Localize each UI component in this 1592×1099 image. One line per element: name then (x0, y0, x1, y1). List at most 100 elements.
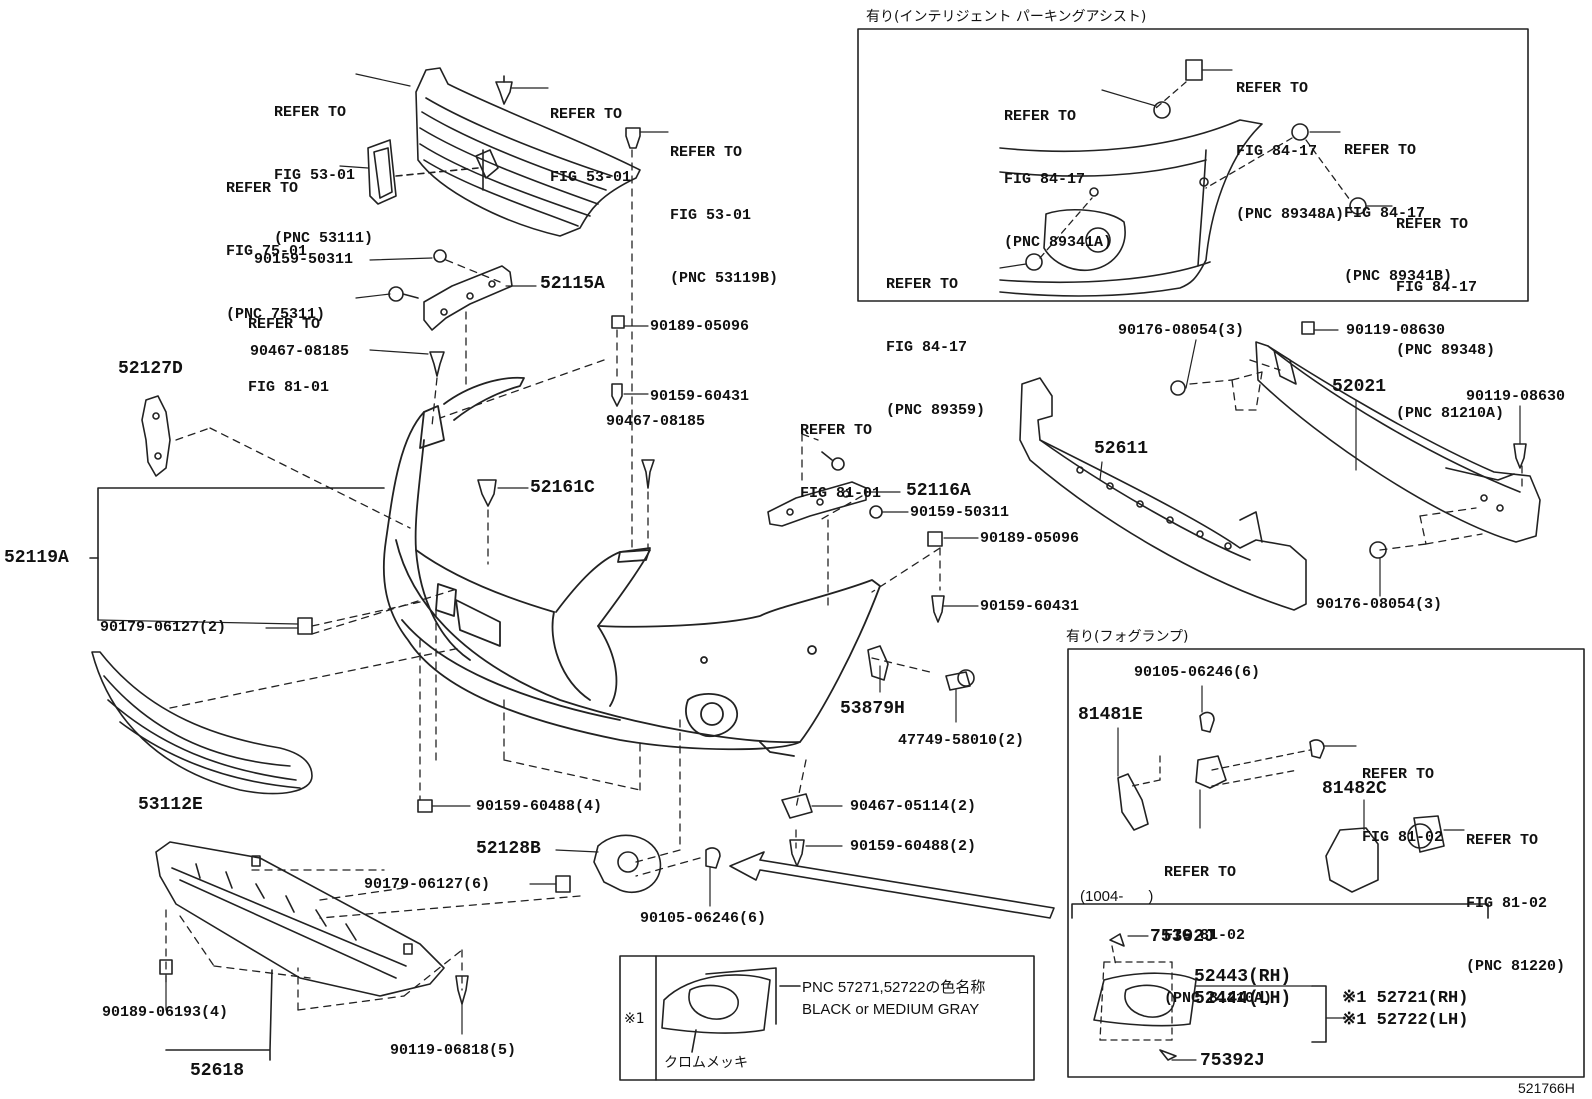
refer-pnc: (PNC 89348) (1396, 342, 1496, 359)
refer-fig: FIG 84-17 (886, 339, 968, 356)
refer-fig: FIG 81-02 (1466, 895, 1548, 912)
refer-label-89341A[interactable]: REFER TO FIG 84-17 (PNC 89341A) (1004, 64, 1112, 274)
refer-pnc: (PNC 89359) (886, 402, 986, 419)
refer-line: REFER TO (1164, 864, 1237, 881)
refer-fig: FIG 53-01 (550, 169, 632, 186)
refer-fig: FIG 53-01 (274, 167, 356, 184)
part-52443[interactable]: 52443(RH) (1194, 967, 1292, 987)
refer-fig: FIG 75-01 (226, 243, 308, 260)
refer-line: REFER TO (550, 106, 623, 123)
part-90119-06818[interactable]: 90119-06818(5) (390, 1042, 517, 1059)
refer-label-53119B[interactable]: REFER TO FIG 53-01 (PNC 53119B) (670, 100, 778, 310)
part-81481E[interactable]: 81481E (1078, 705, 1143, 725)
refer-label-81-01-a[interactable]: REFER TO FIG 81-01 (248, 272, 329, 419)
refer-label-81220[interactable]: REFER TO FIG 81-02 (PNC 81220) (1466, 788, 1565, 998)
refer-pnc: (PNC 89348A) (1236, 206, 1345, 223)
refer-line: REFER TO (1396, 216, 1469, 233)
refer-fig: FIG 84-17 (1396, 279, 1478, 296)
part-52021[interactable]: 52021 (1332, 377, 1387, 397)
part-90189-05096-b[interactable]: 90189-05096 (980, 530, 1080, 547)
refer-fig: FIG 84-17 (1236, 143, 1318, 160)
note-chrome-plated: クロムメッキ (664, 1055, 748, 1071)
refer-label-89359[interactable]: REFER TO FIG 84-17 (PNC 89359) (886, 232, 985, 442)
part-52618[interactable]: 52618 (190, 1061, 245, 1081)
part-75392J-top[interactable]: 75392J (1150, 927, 1215, 947)
part-90176-08054-b[interactable]: 90176-08054(3) (1316, 596, 1443, 613)
fog-lamp-inset-frame (1067, 648, 1585, 1078)
part-90189-05096-a[interactable]: 90189-05096 (650, 318, 750, 335)
refer-line: REFER TO (1236, 80, 1309, 97)
refer-label-81-01-b[interactable]: REFER TO FIG 81-01 (800, 378, 881, 525)
refer-label-53111[interactable]: REFER TO FIG 53-01 (PNC 53111) (274, 60, 373, 270)
part-81482C[interactable]: 81482C (1322, 779, 1387, 799)
note-color-options: BLACK or MEDIUM GRAY (802, 1001, 980, 1018)
part-90467-05114[interactable]: 90467-05114(2) (850, 798, 977, 815)
part-90159-60488-2[interactable]: 90159-60488(2) (850, 838, 977, 855)
part-90159-60431-a[interactable]: 90159-60431 (650, 388, 750, 405)
refer-line: REFER TO (226, 180, 299, 197)
refer-label-89348[interactable]: REFER TO FIG 84-17 (PNC 89348) (PNC 8121… (1396, 172, 1504, 445)
part-52115A[interactable]: 52115A (540, 274, 605, 294)
bumper-cover-illustration (382, 376, 881, 757)
part-90467-08185-b[interactable]: 90467-08185 (606, 413, 706, 430)
part-47749-58010[interactable]: 47749-58010(2) (898, 732, 1025, 749)
part-52116A[interactable]: 52116A (906, 481, 971, 501)
part-52161C[interactable]: 52161C (530, 478, 595, 498)
color-note-frame (619, 955, 1035, 1081)
refer-line: REFER TO (1344, 142, 1417, 159)
refer-pnc: (PNC 81220) (1466, 958, 1566, 975)
part-90119-08630-a[interactable]: 90119-08630 (1346, 322, 1446, 339)
part-53112E[interactable]: 53112E (138, 795, 203, 815)
part-90119-08630-b[interactable]: 90119-08630 (1466, 388, 1566, 405)
part-90159-60488-4[interactable]: 90159-60488(4) (476, 798, 603, 815)
part-52721[interactable]: ※1 52721(RH) (1342, 989, 1469, 1008)
part-75392J-bottom[interactable]: 75392J (1200, 1051, 1265, 1071)
part-52444[interactable]: 52444(LH) (1194, 989, 1292, 1009)
part-52722[interactable]: ※1 52722(LH) (1342, 1011, 1469, 1030)
part-90467-08185-a[interactable]: 90467-08185 (250, 343, 350, 360)
parking-assist-inset-title: 有り(インテリジェント パーキングアシスト) (866, 9, 1147, 25)
figure-id: 521766H (1518, 1080, 1575, 1096)
part-52127D[interactable]: 52127D (118, 359, 183, 379)
refer-label-75311[interactable]: REFER TO FIG 75-01 (PNC 75311) (226, 136, 325, 346)
part-53879H[interactable]: 53879H (840, 699, 905, 719)
refer-line: REFER TO (800, 422, 873, 439)
refer-line: REFER TO (1362, 766, 1435, 783)
part-90159-60431-b[interactable]: 90159-60431 (980, 598, 1080, 615)
refer-line: REFER TO (248, 316, 321, 333)
part-52611[interactable]: 52611 (1094, 439, 1149, 459)
refer-fig: FIG 81-01 (248, 379, 330, 396)
refer-line: REFER TO (1466, 832, 1539, 849)
refer-label-89348A[interactable]: REFER TO FIG 84-17 (PNC 89348A) (1236, 36, 1344, 246)
parking-assist-inset-frame (857, 28, 1529, 302)
refer-label-81210A[interactable]: REFER TO FIG 81-02 (PNC 81210A) (1164, 820, 1272, 1030)
refer-label-81-02-a[interactable]: REFER TO FIG 81-02 (1362, 722, 1443, 869)
part-90105-06246-6[interactable]: 90105-06246(6) (640, 910, 767, 927)
emblem-illustration (367, 139, 397, 205)
part-52128B[interactable]: 52128B (476, 839, 541, 859)
part-90159-50311-b[interactable]: 90159-50311 (910, 504, 1010, 521)
refer-pnc: (PNC 81210A) (1164, 990, 1273, 1007)
fog-lamp-inset-title: 有り(フォグランプ) (1066, 629, 1189, 645)
part-90159-50311-a[interactable]: 90159-50311 (254, 251, 354, 268)
part-52119A[interactable]: 52119A (4, 548, 69, 568)
radiator-grille-illustration (415, 67, 641, 237)
part-90105-06246-fog[interactable]: 90105-06246(6) (1134, 664, 1261, 681)
refer-fig: FIG 84-17 (1004, 171, 1086, 188)
refer-fig: FIG 84-17 (1344, 205, 1426, 222)
date-range: (1004- ) (1080, 888, 1154, 905)
part-90189-06193[interactable]: 90189-06193(4) (102, 1004, 229, 1021)
refer-pnc: (PNC 53111) (274, 230, 374, 247)
part-90176-08054-a[interactable]: 90176-08054(3) (1118, 322, 1245, 339)
refer-fig: FIG 81-02 (1362, 829, 1444, 846)
refer-label-53-01[interactable]: REFER TO FIG 53-01 (550, 62, 631, 209)
part-90179-06127-2[interactable]: 90179-06127(2) (100, 619, 227, 636)
refer-label-89341B[interactable]: REFER TO FIG 84-17 (PNC 89341B) (1344, 98, 1452, 308)
refer-pnc: (PNC 75311) (226, 306, 326, 323)
refer-line: REFER TO (1004, 108, 1077, 125)
refer-pnc-alt: (PNC 81210A) (1396, 405, 1505, 422)
part-90179-06127-6[interactable]: 90179-06127(6) (364, 876, 491, 893)
under-cover-illustration (155, 841, 445, 997)
